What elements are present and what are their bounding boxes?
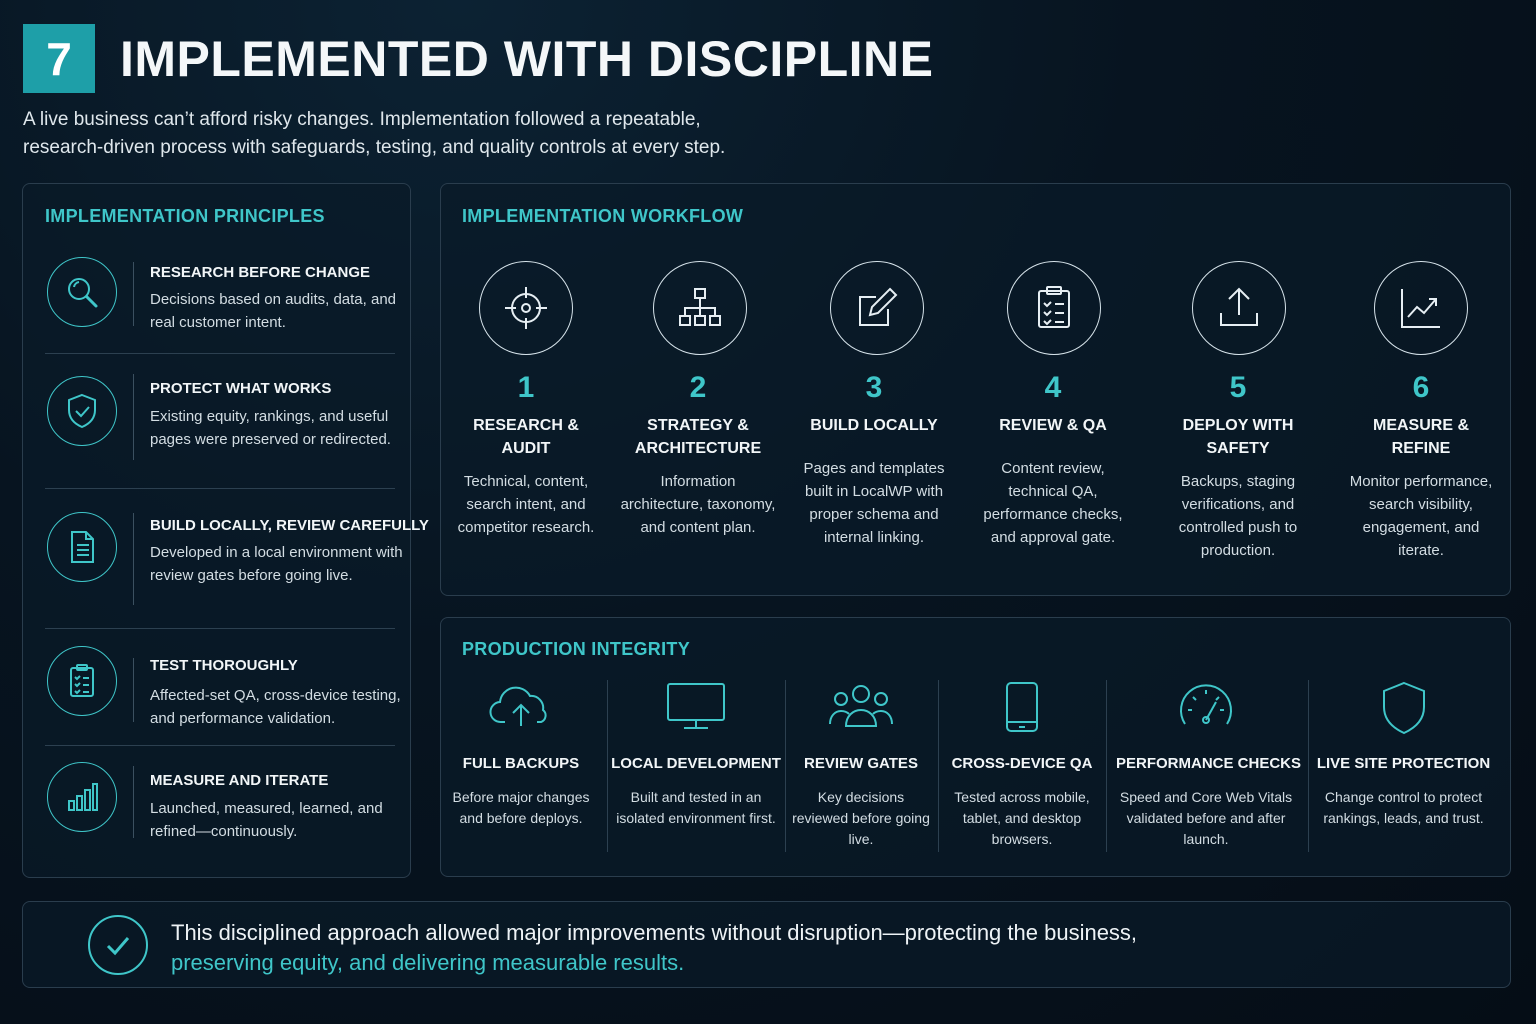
integrity-heading: FULL BACKUPS [462, 755, 580, 772]
step-heading: REVIEW & QA [999, 417, 1107, 434]
trend-chart-icon [1374, 261, 1468, 355]
summary-line-1: This disciplined approach allowed major … [171, 920, 1138, 945]
step-text: Content review, technical QA, performanc… [983, 460, 1123, 546]
gauge-icon [1116, 680, 1296, 732]
people-icon [791, 680, 931, 732]
integrity-panel: PRODUCTION INTEGRITY FULL BACKUPS Before… [440, 617, 1511, 877]
separator [45, 628, 395, 629]
divider [133, 658, 134, 722]
principle-text: Affected-set QA, cross-device testing, a… [150, 687, 401, 727]
integrity-heading: LOCAL DEVELOPMENT [611, 755, 781, 772]
integrity-text: Tested across mobile, tablet, and deskto… [954, 789, 1090, 847]
integrity-text: Speed and Core Web Vitals validated befo… [1119, 789, 1293, 847]
integrity-title: PRODUCTION INTEGRITY [462, 639, 691, 659]
search-icon [47, 257, 117, 327]
separator [1106, 680, 1107, 852]
edit-icon [830, 261, 924, 355]
upload-icon [1192, 261, 1286, 355]
step-number: 3 [865, 371, 883, 404]
separator [785, 680, 786, 852]
principle-text: Decisions based on audits, data, and rea… [150, 291, 396, 331]
principle-heading: MEASURE AND ITERATE [150, 772, 329, 789]
step-heading: MEASURE & REFINE [1372, 417, 1469, 457]
principle-heading: BUILD LOCALLY, REVIEW CAREFULLY [150, 517, 429, 534]
checklist-icon [47, 646, 117, 716]
separator [938, 680, 939, 852]
monitor-icon [611, 680, 781, 732]
step-text: Pages and templates built in LocalWP wit… [803, 460, 945, 546]
divider [133, 374, 134, 460]
principle-heading: PROTECT WHAT WORKS [150, 380, 332, 397]
principles-panel: IMPLEMENTATION PRINCIPLES RESEARCH BEFOR… [22, 183, 429, 878]
integrity-text: Key decisions reviewed before going live… [792, 789, 930, 847]
intro-line-1: A live business can’t afford risky chang… [23, 109, 701, 130]
step-number: 6 [1412, 371, 1430, 404]
workflow-panel: IMPLEMENTATION WORKFLOW 1 RESEARCH & AUD… [440, 183, 1511, 596]
step-text: Monitor performance, search visibility, … [1349, 473, 1493, 559]
step-heading: STRATEGY & ARCHITECTURE [634, 417, 762, 457]
divider [133, 513, 134, 605]
separator [45, 488, 395, 489]
integrity-text: Before major changes and before deploys. [452, 789, 590, 826]
integrity-heading: PERFORMANCE CHECKS [1116, 755, 1302, 772]
divider [133, 766, 134, 838]
step-number: 2 [689, 371, 707, 404]
separator [607, 680, 608, 852]
summary-banner: This disciplined approach allowed major … [22, 901, 1511, 988]
step-number: 1 [517, 371, 535, 404]
integrity-text: Change control to protect rankings, lead… [1323, 789, 1484, 826]
principle-text: Existing equity, rankings, and useful pa… [150, 408, 391, 448]
clipboard-check-icon [1007, 261, 1101, 355]
page-title: IMPLEMENTED WITH DISCIPLINE [120, 31, 934, 87]
cloud-upload-icon [446, 680, 596, 732]
mobile-icon [946, 680, 1098, 734]
target-icon [479, 261, 573, 355]
divider [133, 262, 134, 326]
step-text: Backups, staging verifications, and cont… [1178, 473, 1298, 559]
check-circle-icon [88, 915, 148, 975]
separator [45, 353, 395, 354]
principle-heading: TEST THOROUGHLY [150, 657, 298, 674]
step-text: Technical, content, search intent, and c… [457, 473, 595, 536]
separator [45, 745, 395, 746]
intro-text: A live business can’t afford risky chang… [23, 106, 783, 162]
separator [1308, 680, 1309, 852]
integrity-heading: REVIEW GATES [804, 755, 918, 772]
summary-line-2: preserving equity, and delivering measur… [171, 950, 685, 975]
document-icon [47, 512, 117, 582]
shield-icon [1316, 680, 1491, 736]
principle-text: Launched, measured, learned, and refined… [150, 800, 383, 840]
shield-check-icon [47, 376, 117, 446]
integrity-heading: LIVE SITE PROTECTION [1316, 755, 1491, 772]
intro-line-2: research-driven process with safeguards,… [23, 137, 726, 158]
step-heading: DEPLOY WITH SAFETY [1182, 417, 1294, 457]
step-heading: RESEARCH & AUDIT [473, 417, 579, 457]
section-number-badge: 7 [23, 24, 95, 93]
principle-text: Developed in a local environment with re… [150, 544, 403, 584]
step-text: Information architecture, taxonomy, and … [620, 473, 776, 536]
step-number: 5 [1229, 371, 1247, 404]
workflow-title: IMPLEMENTATION WORKFLOW [462, 206, 744, 226]
principle-heading: RESEARCH BEFORE CHANGE [150, 264, 371, 281]
step-heading: BUILD LOCALLY [810, 417, 938, 434]
principles-title: IMPLEMENTATION PRINCIPLES [45, 206, 325, 226]
integrity-text: Built and tested in an isolated environm… [616, 789, 776, 826]
integrity-heading: CROSS-DEVICE QA [951, 755, 1093, 772]
bar-chart-icon [47, 762, 117, 832]
step-number: 4 [1044, 371, 1062, 404]
sitemap-icon [653, 261, 747, 355]
